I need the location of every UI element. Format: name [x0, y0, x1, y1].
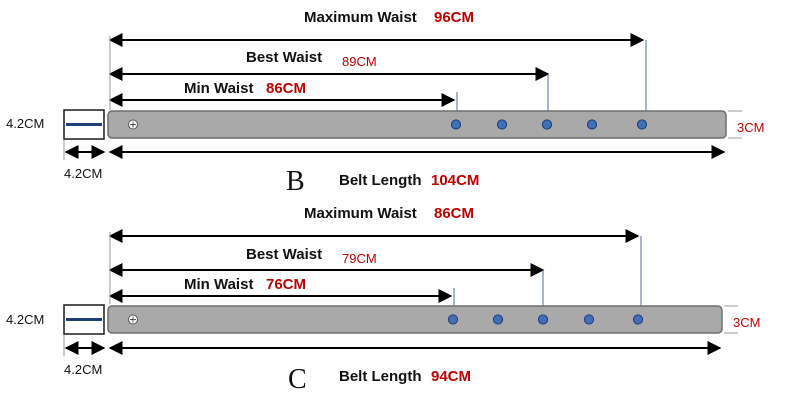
b-hole-2: [496, 119, 508, 130]
b-buckle-height-label: 4.2CM: [6, 116, 44, 131]
b-belt-strap: [107, 110, 727, 139]
b-buckle-width-label: 4.2CM: [64, 166, 102, 181]
diagram-b: Maximum Waist 96CM Best Waist 89CM Min W…: [6, 9, 764, 197]
c-min-waist-value: 76CM: [266, 276, 306, 293]
b-belt-length-label: Belt Length: [339, 172, 422, 189]
c-belt-length-label: Belt Length: [339, 368, 422, 385]
c-hole-4: [583, 314, 595, 325]
b-model-letter: B: [286, 166, 305, 197]
c-hole-1: [447, 314, 459, 325]
b-max-waist-label: Maximum Waist: [304, 9, 417, 26]
c-min-waist-label: Min Waist: [184, 276, 253, 293]
c-strap-tip-icon: [128, 314, 138, 325]
c-best-waist-value: 79CM: [342, 251, 377, 266]
c-strap-width-label: 3CM: [733, 315, 760, 330]
c-buckle-height-label: 4.2CM: [6, 312, 44, 327]
c-belt-length-value: 94CM: [431, 368, 471, 385]
b-min-waist-value: 86CM: [266, 80, 306, 97]
c-max-waist-label: Maximum Waist: [304, 205, 417, 222]
c-best-waist-label: Best Waist: [246, 246, 322, 263]
b-hole-3: [541, 119, 553, 130]
c-belt-strap: [107, 305, 723, 334]
b-belt-length-value: 104CM: [431, 172, 479, 189]
b-strap-width-label: 3CM: [737, 120, 764, 135]
b-best-waist-label: Best Waist: [246, 49, 322, 66]
b-hole-1: [450, 119, 462, 130]
b-strap-tip-icon: [128, 119, 138, 130]
b-hole-5: [636, 119, 648, 130]
c-hole-5: [632, 314, 644, 325]
c-hole-2: [492, 314, 504, 325]
c-buckle-width-label: 4.2CM: [64, 362, 102, 377]
c-model-letter: C: [288, 364, 307, 395]
b-max-waist-value: 96CM: [434, 9, 474, 26]
diagram-c: Maximum Waist 86CM Best Waist 79CM Min W…: [6, 205, 760, 395]
b-best-waist-value: 89CM: [342, 54, 377, 69]
b-hole-4: [586, 119, 598, 130]
b-min-waist-label: Min Waist: [184, 80, 253, 97]
c-max-waist-value: 86CM: [434, 205, 474, 222]
c-hole-3: [537, 314, 549, 325]
